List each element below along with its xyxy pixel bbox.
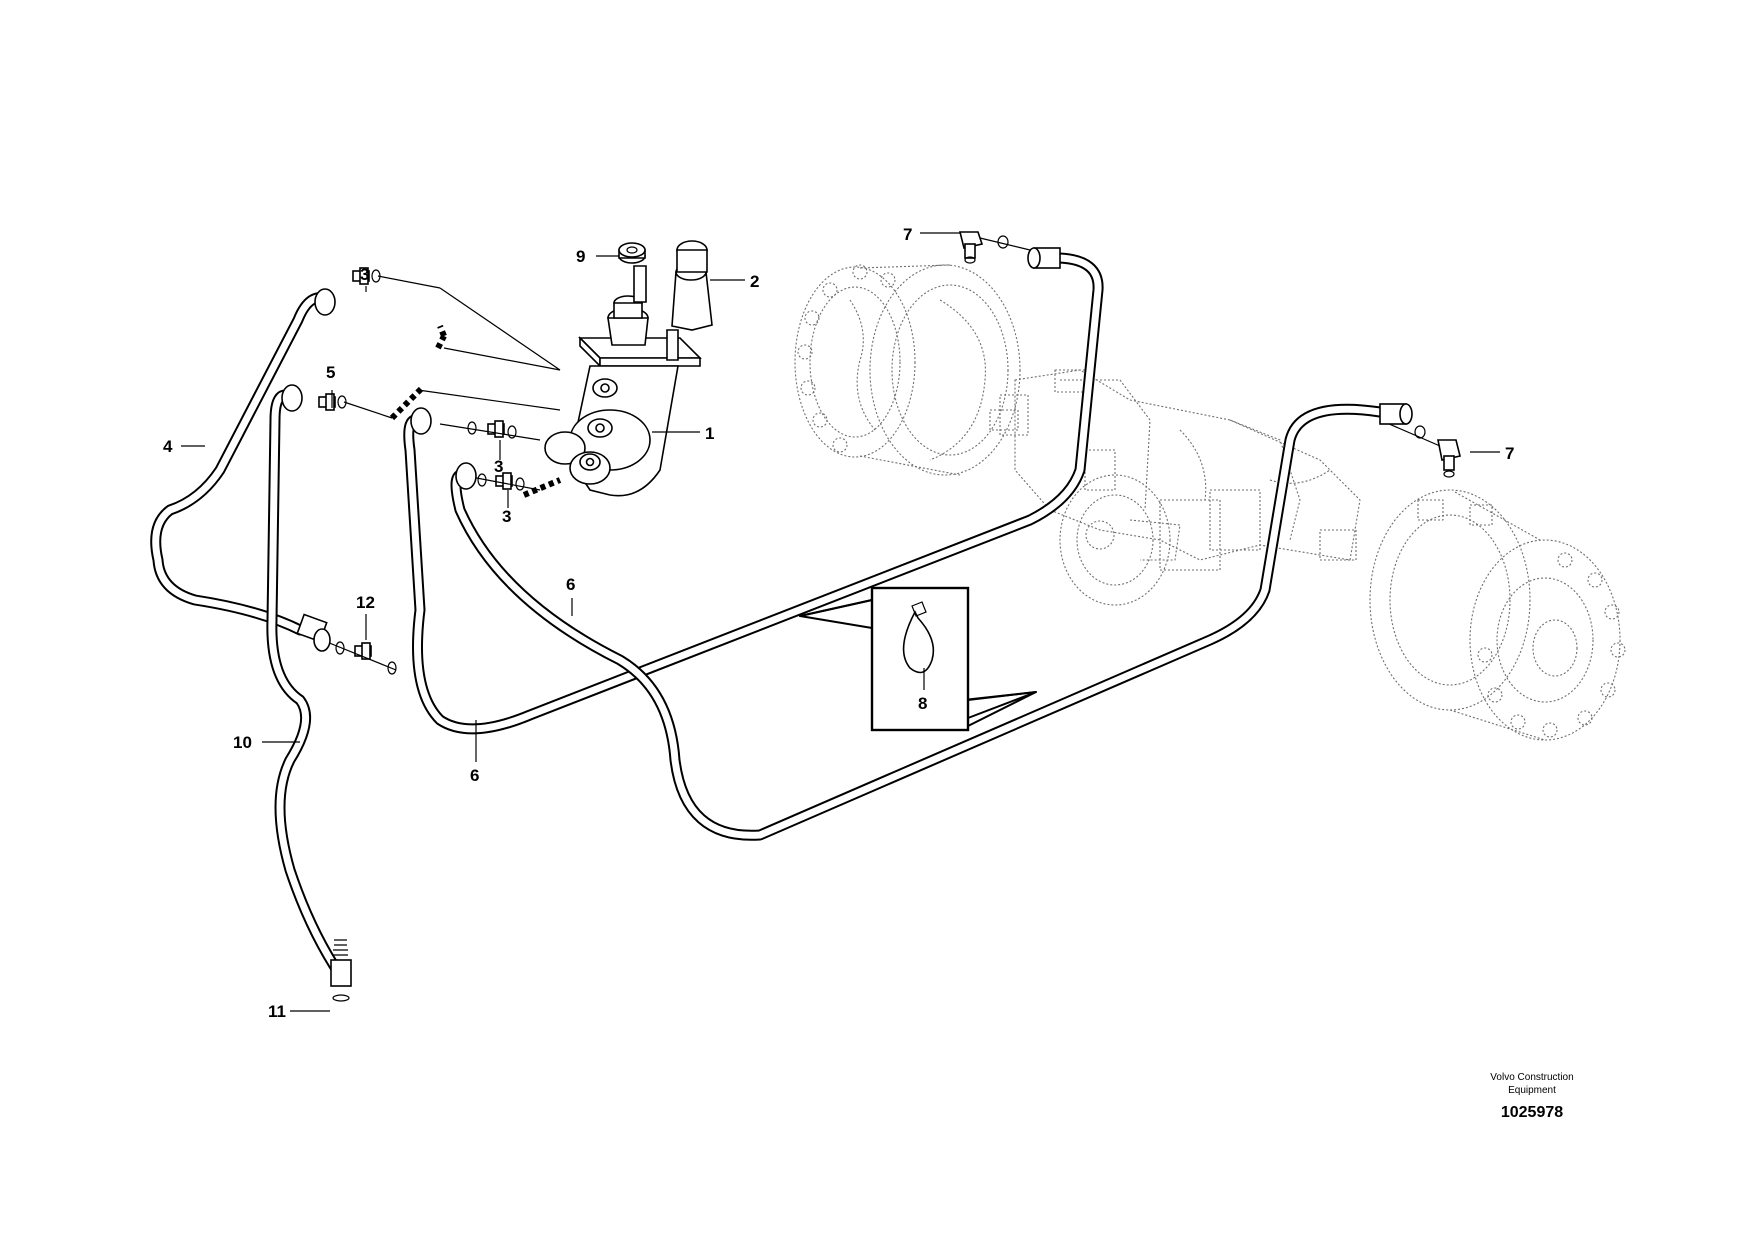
fitting-12	[321, 639, 397, 675]
cable-tie-inset	[799, 586, 1037, 732]
callout-8: 8	[918, 694, 927, 713]
fitting-7-right	[1379, 419, 1461, 478]
footer-branding: Volvo Construction Equipment 1025978	[1490, 1072, 1573, 1121]
callout-1: 1	[705, 424, 714, 443]
callout-2: 2	[750, 272, 759, 291]
callout-11: 11	[268, 1002, 286, 1021]
brand-line-1: Volvo Construction	[1490, 1072, 1573, 1083]
fitting-5	[318, 393, 393, 419]
differential	[1059, 474, 1261, 606]
fitting-3-top	[352, 267, 441, 289]
callouts: 1 2 3 3 3 4 5 6 6 7 7 8 9 10 11 12	[163, 225, 1514, 1021]
callout-6-upper: 6	[566, 575, 575, 594]
callout-3-top: 3	[360, 265, 369, 284]
hose-6-left	[403, 247, 1104, 735]
fitting-3-mid	[439, 420, 541, 441]
callout-7-right: 7	[1505, 444, 1514, 463]
callout-6-lower: 6	[470, 766, 479, 785]
nut-part-9	[618, 242, 646, 264]
axle-assembly	[794, 264, 1626, 741]
knob-part-2	[607, 240, 713, 361]
callout-3-mid: 3	[494, 457, 503, 476]
hose-4	[150, 288, 336, 652]
callout-3-low: 3	[502, 507, 511, 526]
drawing-number: 1025978	[1501, 1104, 1563, 1121]
hose-10	[266, 384, 352, 1002]
callout-5: 5	[326, 363, 335, 382]
hose-6-right	[450, 403, 1413, 841]
right-hub	[1369, 489, 1626, 741]
fitting-3-low	[465, 472, 541, 491]
fitting-7-top	[958, 231, 1031, 264]
axle-housing	[1014, 369, 1361, 561]
brand-line-2: Equipment	[1508, 1085, 1556, 1096]
leader-lines	[181, 232, 1500, 1012]
left-hub	[794, 264, 1029, 476]
valve-block	[544, 336, 702, 497]
callout-7-top: 7	[903, 225, 912, 244]
callout-4: 4	[163, 437, 173, 456]
callout-9: 9	[576, 247, 585, 266]
callout-12: 12	[356, 593, 375, 612]
callout-10: 10	[233, 733, 252, 752]
connection-dashes	[389, 287, 562, 498]
